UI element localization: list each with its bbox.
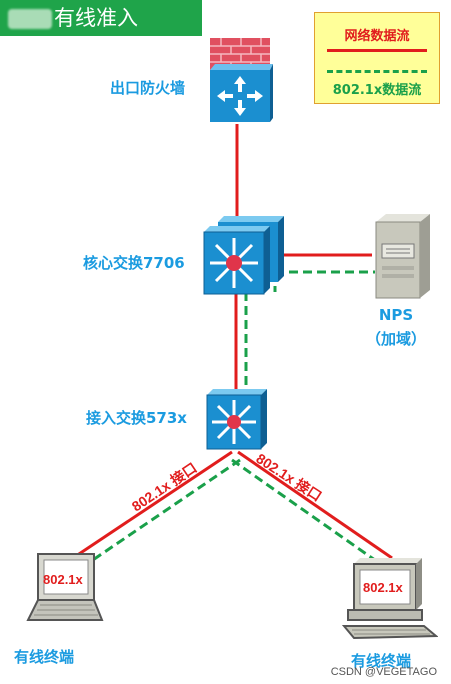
- right-terminal-screen-label: 802.1x: [363, 580, 403, 595]
- legend: 网络数据流 802.1x数据流: [314, 12, 440, 104]
- access-switch: [205, 387, 269, 455]
- access-switch-label: 接入交换573x: [86, 409, 187, 427]
- blurred-title-prefix: [8, 9, 52, 29]
- legend-network-flow-label: 网络数据流: [344, 29, 410, 44]
- legend-network-flow-line: [327, 49, 427, 52]
- firewall-icon: [210, 38, 273, 122]
- left-port-label: 802.1x 接口: [129, 459, 200, 514]
- nps-label: NPS: [378, 306, 414, 324]
- laptop-icon: [26, 553, 104, 621]
- firewall-label: 出口防火墙: [110, 79, 186, 97]
- core-switch-icon: [203, 216, 284, 295]
- link-access-right-dot1x: [231, 458, 383, 567]
- legend-dot1x-flow-label: 802.1x数据流: [332, 83, 422, 98]
- access-switch-icon: [206, 389, 267, 450]
- firewall: [207, 34, 273, 130]
- left-terminal-label: 有线终端: [14, 648, 75, 666]
- desktop-icon: [341, 558, 439, 640]
- link-access-left-dot1x: [83, 458, 241, 568]
- title-bar: 有线准入: [0, 0, 202, 36]
- nps-label-sub: （加域）: [365, 330, 426, 348]
- core-switch: [202, 216, 286, 300]
- legend-dot1x-flow-line: [327, 70, 427, 73]
- watermark: CSDN @VEGETAGO: [330, 666, 437, 678]
- nps-server: [372, 212, 434, 304]
- page-title: 有线准入: [54, 6, 138, 30]
- right-terminal-label: 有线终端: [351, 652, 412, 670]
- right-terminal: 802.1x: [341, 558, 439, 648]
- link-access-left-network: [69, 450, 233, 562]
- server-icon: [375, 214, 430, 299]
- core-switch-label: 核心交换7706: [83, 254, 185, 272]
- right-port-label: 802.1x 接口: [253, 450, 324, 504]
- left-terminal-screen-label: 802.1x: [43, 572, 83, 587]
- link-access-right-network: [237, 450, 393, 560]
- left-terminal: 802.1x: [22, 552, 104, 634]
